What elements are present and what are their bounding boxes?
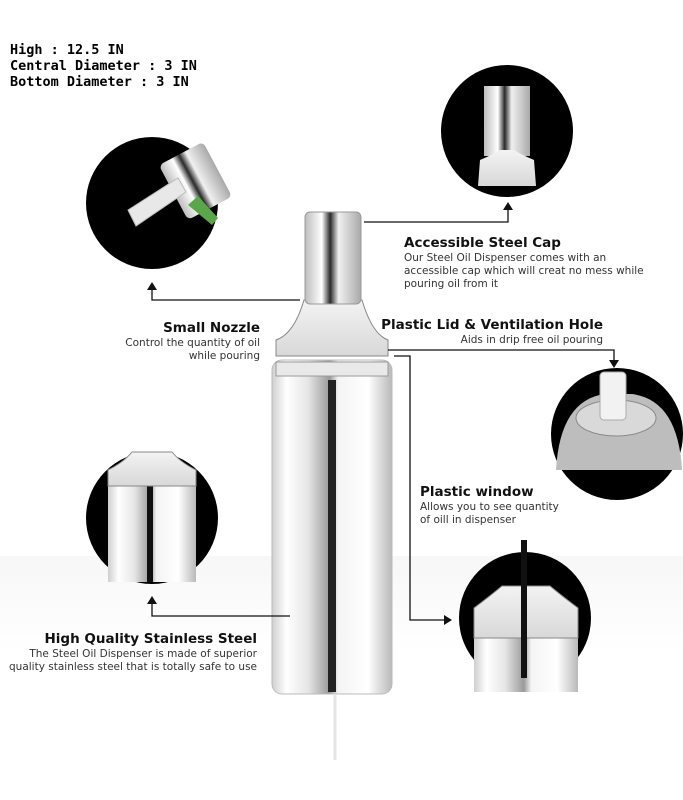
nozzle-desc-line: while pouring bbox=[188, 350, 260, 362]
cap-desc-line: accessible cap which will creat no mess … bbox=[404, 265, 644, 277]
bottle-stripe bbox=[328, 380, 336, 692]
arrow-down-icon bbox=[609, 360, 619, 368]
steel-desc-line: The Steel Oil Dispenser is made of super… bbox=[29, 648, 257, 660]
arrow-up-icon bbox=[503, 202, 513, 210]
height-label: High : 12.5 IN bbox=[10, 42, 124, 58]
window-desc-line: Allows you to see quantity bbox=[420, 501, 559, 513]
arrow-heads bbox=[147, 202, 619, 625]
bottle-cap bbox=[304, 211, 362, 305]
arrow-right-icon bbox=[444, 615, 452, 625]
nozzle-feature-title: Small Nozzle bbox=[163, 320, 260, 336]
lid-desc-line: Aids in drip free oil pouring bbox=[460, 334, 603, 346]
steel-desc-line: quality stainless steel that is totally … bbox=[9, 661, 257, 673]
dimensions-block: High : 12.5 IN Central Diameter : 3 IN B… bbox=[10, 42, 197, 90]
bottom-diameter-label: Bottom Diameter : 3 IN bbox=[10, 74, 189, 90]
nozzle-desc-line: Control the quantity of oil bbox=[125, 337, 260, 349]
central-diameter-label: Central Diameter : 3 IN bbox=[10, 58, 197, 74]
bottle-lid bbox=[275, 299, 389, 357]
arrow-up-icon bbox=[147, 282, 157, 290]
lid-feature-title: Plastic Lid & Ventilation Hole bbox=[381, 317, 603, 333]
window-feature-title: Plastic window bbox=[420, 484, 534, 500]
nozzle-detail-circle bbox=[86, 137, 231, 269]
window-desc-line: of oill in dispenser bbox=[420, 514, 516, 526]
arrow-up-icon bbox=[147, 596, 157, 604]
steel-feature-description: The Steel Oil Dispenser is made of super… bbox=[9, 648, 257, 674]
window-feature-description: Allows you to see quantity of oill in di… bbox=[420, 501, 559, 527]
bottle-band bbox=[275, 361, 389, 377]
steel-feature-title: High Quality Stainless Steel bbox=[44, 631, 258, 647]
window-detail-circle bbox=[459, 540, 591, 692]
connector-lines bbox=[151, 206, 615, 621]
cap-feature-description: Our Steel Oil Dispenser comes with an ac… bbox=[404, 252, 644, 291]
cap-desc-line: Our Steel Oil Dispenser comes with an bbox=[404, 252, 607, 264]
vent-detail-circle bbox=[551, 368, 683, 500]
lid-feature-description: Aids in drip free oil pouring bbox=[461, 334, 603, 347]
cap-detail-circle bbox=[441, 65, 573, 197]
cap-feature-title: Accessible Steel Cap bbox=[404, 235, 561, 251]
nozzle-feature-description: Control the quantity of oil while pourin… bbox=[125, 337, 260, 363]
steel-detail-circle bbox=[86, 451, 218, 584]
cap-desc-line: pouring oil from it bbox=[404, 278, 499, 290]
bottle bbox=[271, 211, 393, 760]
